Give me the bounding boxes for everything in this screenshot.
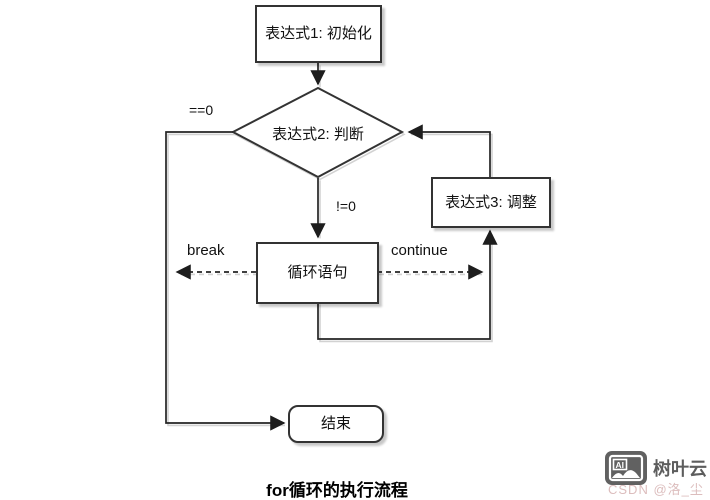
edge-body-to-adjust xyxy=(317,229,498,340)
image-ai-logo-icon: AI xyxy=(605,451,647,485)
edge-adjust-to-cond xyxy=(407,124,491,177)
node-expression3-label: 表达式3: 调整 xyxy=(445,193,537,211)
edge-label-continue: continue xyxy=(391,242,448,259)
node-loop-body-label: 循环语句 xyxy=(287,264,348,281)
diamond-shape-condition xyxy=(230,86,405,179)
edge-label-break: break xyxy=(187,242,225,259)
node-expression2-condition: 表达式2: 判断 xyxy=(248,123,388,144)
watermark-faint-text: CSDN @洛_尘 xyxy=(608,482,704,497)
node-loop-body: 循环语句 xyxy=(256,242,379,304)
node-end: 结束 xyxy=(288,405,384,443)
watermark-brand-text: 树叶云 xyxy=(653,459,707,479)
watermark: AI 树叶云 xyxy=(604,449,707,487)
edge-label-ne-zero: !=0 xyxy=(336,198,356,214)
node-expression2-label: 表达式2: 判断 xyxy=(272,126,364,143)
node-expression3-adjust: 表达式3: 调整 xyxy=(431,177,551,228)
node-end-label: 结束 xyxy=(320,415,351,432)
node-expression1-init: 表达式1: 初始化 xyxy=(255,5,382,63)
connectors xyxy=(165,63,498,431)
svg-text:AI: AI xyxy=(616,460,625,470)
edge-label-eq-zero: ==0 xyxy=(189,102,214,118)
diagram-title: for循环的执行流程 xyxy=(266,481,408,500)
edge-cond-to-end xyxy=(165,131,286,431)
node-expression1-label: 表达式1: 初始化 xyxy=(265,25,372,42)
